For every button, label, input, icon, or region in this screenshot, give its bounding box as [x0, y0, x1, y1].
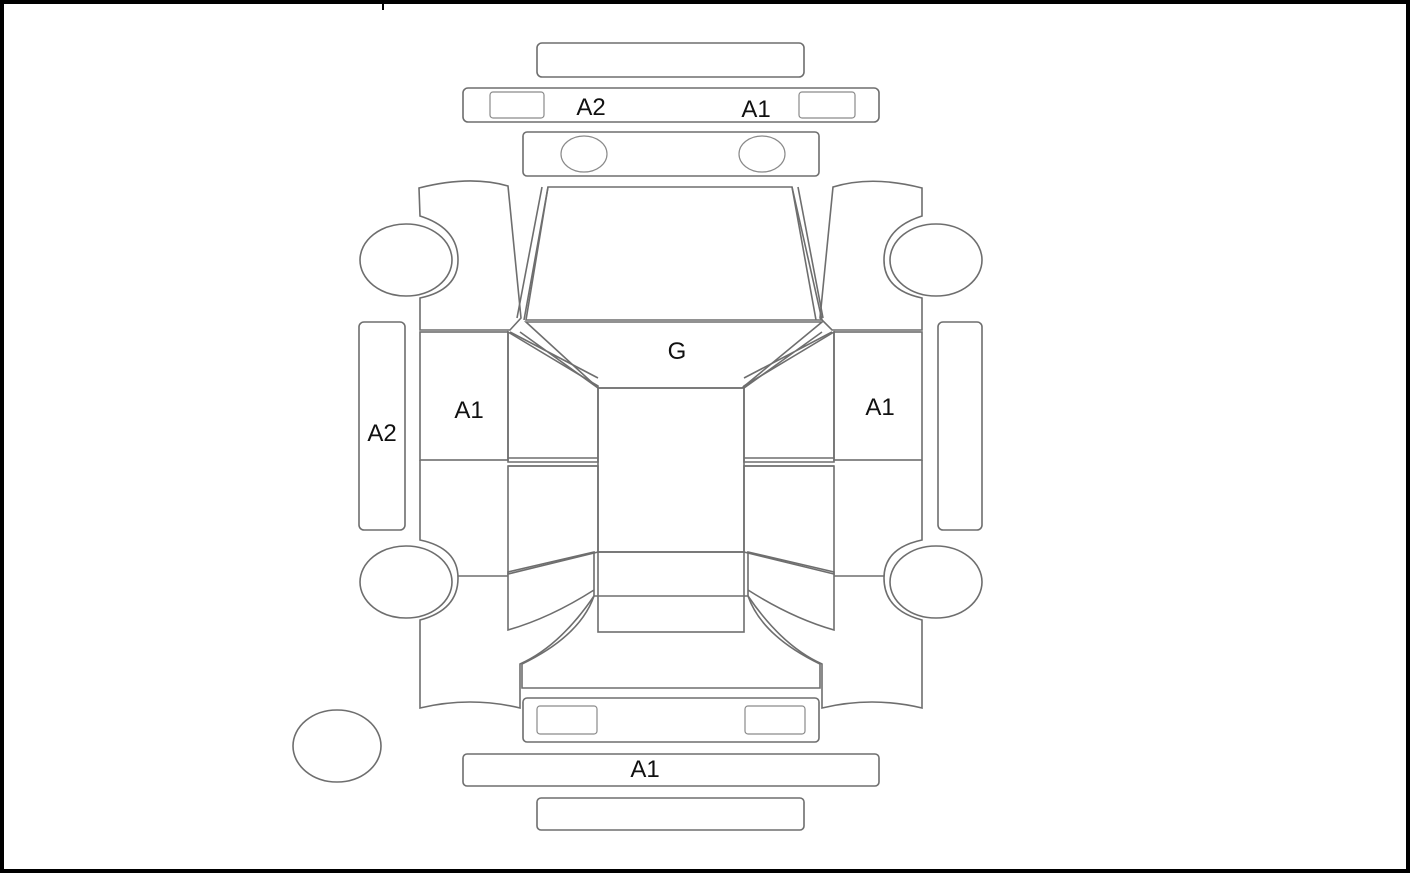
left-rear-quarter[interactable]	[419, 460, 595, 710]
right-side-sill[interactable]	[937, 321, 983, 531]
right-front-wheel[interactable]	[889, 223, 983, 297]
front-bumper[interactable]	[462, 87, 880, 123]
left-door-mark: A1	[454, 397, 483, 424]
right-door-mark: A1	[865, 394, 894, 421]
spare-wheel[interactable]	[292, 709, 382, 783]
left-front-wheel[interactable]	[359, 223, 453, 297]
left-rear-wheel[interactable]	[359, 545, 453, 619]
right-rear-quarter[interactable]	[747, 460, 923, 710]
right-rear-door[interactable]	[743, 465, 835, 576]
front-bumper-right-mark: A1	[741, 96, 770, 123]
left-front-door-window[interactable]	[507, 330, 599, 463]
front-grille-panel[interactable]	[536, 42, 805, 78]
left-sill-mark: A2	[367, 420, 396, 447]
rear-bumper[interactable]	[462, 753, 880, 787]
hood[interactable]	[525, 186, 824, 321]
front-right-headlight[interactable]	[738, 135, 786, 173]
rear-right-lamp[interactable]	[744, 705, 806, 735]
frame-top-rule	[0, 0, 1410, 4]
left-side-sill[interactable]	[358, 321, 406, 531]
hood-mark: G	[668, 338, 687, 365]
trunk-lid[interactable]	[521, 595, 821, 689]
hood-right-edge	[791, 186, 824, 321]
rear-valance[interactable]	[536, 797, 805, 831]
left-front-fender[interactable]	[418, 180, 522, 331]
roof[interactable]	[597, 387, 745, 553]
right-front-door-window[interactable]	[743, 330, 835, 463]
left-rear-door[interactable]	[507, 465, 599, 576]
front-left-fog-lamp[interactable]	[489, 91, 545, 119]
front-left-headlight[interactable]	[560, 135, 608, 173]
rear-glass[interactable]	[597, 551, 745, 633]
left-front-door[interactable]	[419, 331, 509, 461]
front-headlight-panel[interactable]	[522, 131, 820, 177]
right-front-fender[interactable]	[819, 180, 923, 331]
hood-left-edge	[516, 186, 549, 321]
front-right-fog-lamp[interactable]	[798, 91, 856, 119]
rear-bumper-mark: A1	[630, 756, 659, 783]
rear-left-lamp[interactable]	[536, 705, 598, 735]
right-rear-wheel[interactable]	[889, 545, 983, 619]
front-bumper-left-mark: A2	[576, 94, 605, 121]
frame-divider-tick	[382, 0, 384, 10]
rear-lamp-panel[interactable]	[522, 697, 820, 743]
